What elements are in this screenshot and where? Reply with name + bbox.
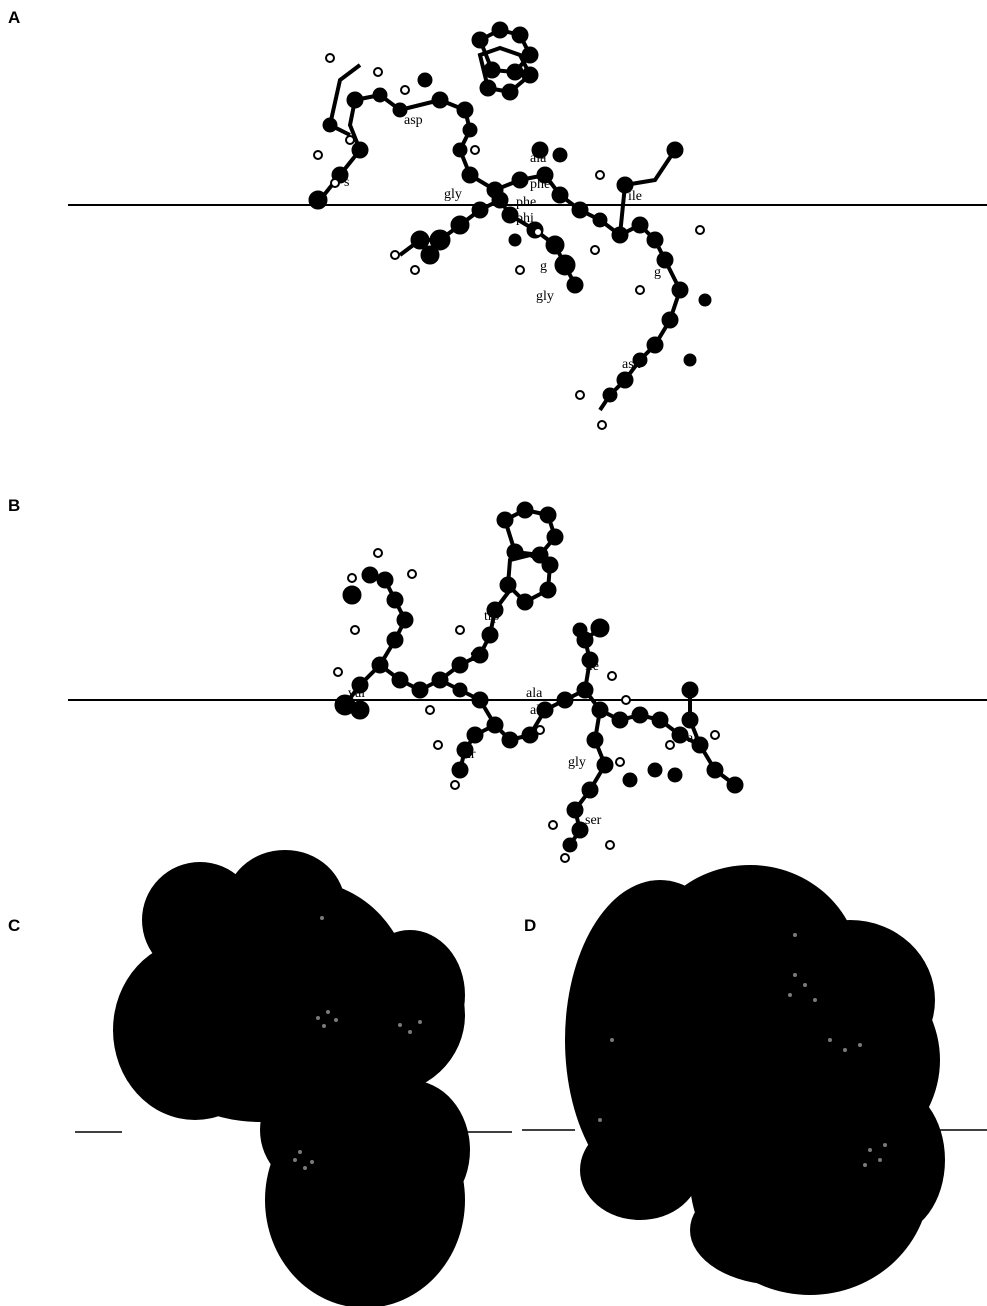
residue-label: ala: [530, 151, 547, 166]
surface-dots-c: [293, 916, 422, 1170]
residue-label: phe: [530, 177, 550, 192]
residue-label: ser: [585, 813, 602, 828]
residue-labels-a: asp phe ala gly phe phi ile gly asn g g …: [344, 113, 661, 372]
residue-label: asp: [404, 113, 423, 128]
residue-label: gly: [536, 289, 554, 304]
panel-label-a: A: [8, 8, 21, 27]
residue-label: phe: [516, 195, 536, 210]
residue-label: gly: [444, 187, 462, 202]
residue-label: trp: [484, 609, 500, 624]
surface-dots-d: [598, 933, 887, 1167]
panel-label-b: B: [8, 496, 21, 515]
residue-label: val: [348, 686, 365, 701]
aromatic-ring-b: [496, 501, 564, 611]
panel-label-c: C: [8, 916, 21, 935]
atoms-heavy-a: [308, 72, 712, 403]
molecule-b: [333, 501, 744, 863]
residue-label: asn: [622, 357, 641, 372]
residue-label: ala: [530, 703, 547, 718]
surface-model-d: [565, 865, 945, 1295]
residue-label: phi: [516, 211, 534, 226]
residue-label: gly: [470, 647, 488, 662]
residue-labels-b: trp gly ile ala ala val thr gly ser val: [348, 609, 697, 828]
atoms-hydrogen-b: [333, 548, 720, 863]
aromatic-ring-a: [471, 21, 539, 101]
residue-label: g: [540, 259, 547, 274]
residue-label: g: [654, 265, 661, 280]
residue-label: ala: [526, 686, 543, 701]
residue-label: gly: [568, 755, 586, 770]
residue-label: val: [680, 731, 697, 746]
molecule-a: [308, 21, 712, 430]
residue-label: thr: [460, 747, 476, 762]
residue-label: ile: [628, 189, 642, 204]
residue-label: s: [344, 175, 349, 190]
residue-label: ile: [585, 659, 599, 674]
atoms-heavy-b: [334, 566, 744, 853]
surface-model-c: [113, 850, 470, 1306]
atoms-hydrogen-a: [313, 53, 705, 430]
panel-label-d: D: [524, 916, 537, 935]
